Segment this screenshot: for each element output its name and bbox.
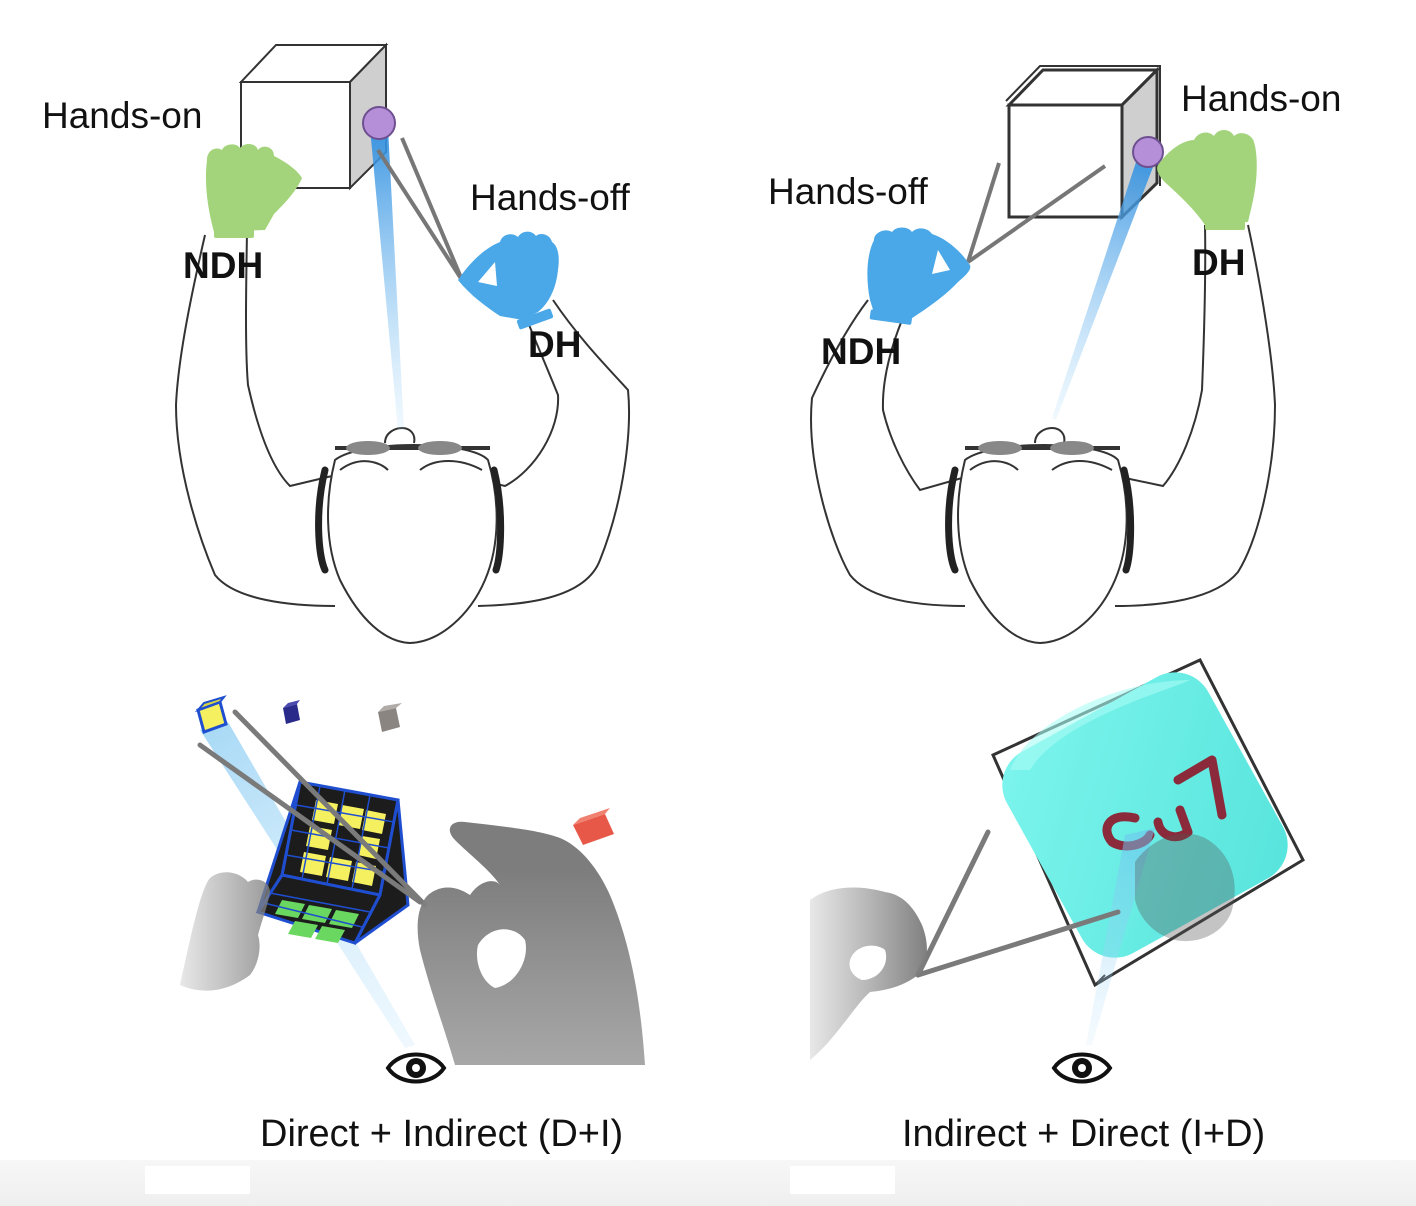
ndh-hand-blue-icon (867, 227, 971, 325)
caption-indirect-direct: Indirect + Direct (I+D) (902, 1113, 1265, 1155)
user-body-outline-right (810, 224, 1277, 607)
right-hands-on-label: Hands-on (1181, 78, 1341, 119)
right-dh-label: DH (1192, 242, 1245, 283)
cyan-cube-icon (1002, 672, 1288, 958)
gaze-point (1132, 136, 1164, 168)
left-dh-label: DH (528, 324, 581, 365)
ndh-hand-green-icon (205, 144, 302, 238)
strip-pad-left (145, 1166, 250, 1194)
virtual-hand-right-icon (417, 821, 645, 1065)
cube-navy-icon (283, 700, 300, 724)
eye-icon (1051, 1052, 1113, 1084)
top-right-schematic (810, 65, 1277, 645)
top-left-schematic (174, 42, 630, 645)
bottom-left-scene (180, 695, 645, 1084)
dh-hand-green-icon (1157, 130, 1257, 230)
right-ndh-label: NDH (821, 331, 901, 372)
gaze-ray (370, 128, 404, 430)
cube-gray-icon (378, 703, 402, 732)
eye-icon (385, 1052, 447, 1084)
caption-direct-indirect: Direct + Indirect (D+I) (260, 1113, 623, 1155)
gaze-cone (1086, 828, 1155, 1045)
virtual-hand-inside-icon (1135, 833, 1235, 942)
virtual-hand-left-icon (180, 872, 270, 991)
user-body-outline-left (174, 231, 630, 607)
gaze-point (362, 106, 396, 140)
hand-ray-bottom-right (915, 829, 1121, 978)
hand-ray-left (376, 137, 464, 282)
gaze-ray (1052, 150, 1158, 420)
left-ndh-label: NDH (183, 245, 263, 286)
hand-ray-bottom-left (197, 709, 428, 908)
left-hands-on-label: Hands-on (42, 95, 202, 136)
virtual-cube-right (1005, 65, 1161, 221)
left-hands-off-label: Hands-off (470, 177, 630, 218)
virtual-hand-ndh-icon (810, 887, 927, 1060)
head-right (945, 426, 1135, 645)
cube-red-icon (573, 808, 614, 845)
dh-hand-blue-icon (458, 231, 559, 330)
strip-pad-right (790, 1166, 895, 1194)
bottom-right-scene (810, 658, 1305, 1084)
head-left (315, 426, 505, 645)
right-hands-off-label: Hands-off (768, 171, 928, 212)
hand-ray-right (966, 162, 1107, 264)
target-cube-yellow-icon (194, 695, 228, 734)
